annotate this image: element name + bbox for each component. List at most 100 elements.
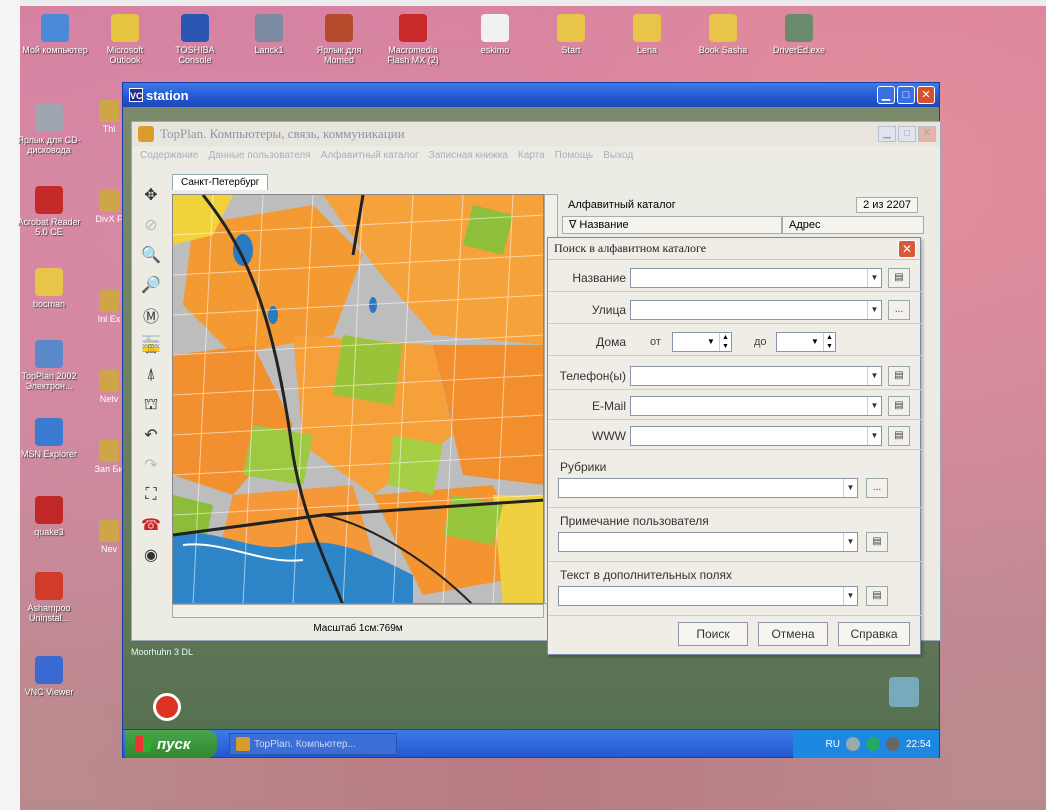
www-field[interactable]: ▼ (630, 426, 882, 446)
tab-saint-petersburg[interactable]: Санкт-Петербург (172, 174, 269, 190)
maximize-button[interactable]: □ (897, 86, 915, 104)
train-icon[interactable]: 🚋 (141, 337, 161, 354)
name-options-button[interactable]: ▤ (888, 268, 910, 288)
redo-icon[interactable]: ↷ (144, 457, 158, 474)
topplan-close-button[interactable]: ✕ (918, 126, 936, 142)
desktop-icon-10[interactable]: Book Sasha (690, 14, 756, 55)
rubrics-field[interactable]: ▼ (558, 478, 858, 498)
close-button[interactable]: ✕ (917, 86, 935, 104)
partial-desktop-icon[interactable]: Netv (94, 370, 124, 404)
search-button[interactable]: Поиск (678, 622, 748, 646)
desktop-left-icon-1[interactable]: Ярлык для CD-дисковода (16, 104, 82, 155)
menu-item-5[interactable]: Карта (517, 149, 545, 161)
chevron-down-icon[interactable]: ▼ (867, 301, 881, 319)
column-address[interactable]: Адрес (782, 216, 924, 234)
phones-options-button[interactable]: ▤ (888, 366, 910, 386)
topplan-maximize-button[interactable]: □ (898, 126, 916, 142)
cancel-button[interactable]: Отмена (758, 622, 828, 646)
map-horizontal-scrollbar[interactable] (172, 604, 544, 618)
chevron-down-icon[interactable]: ▼ (843, 479, 857, 497)
extra-text-options-button[interactable]: ▤ (866, 586, 888, 606)
city-map[interactable] (172, 194, 544, 604)
menu-item-1[interactable]: Содержание (140, 149, 199, 161)
disabled-tool-icon[interactable]: ⊘ (144, 217, 158, 234)
desktop-icon-4[interactable]: Lanck1 (236, 14, 302, 55)
menu-item-2[interactable]: Данные пользователя (208, 149, 311, 161)
chevron-down-icon[interactable]: ▼ (867, 397, 881, 415)
vnc-titlebar[interactable]: VC station (123, 83, 939, 107)
partial-desktop-icon[interactable]: Thi (94, 100, 124, 134)
user-note-options-button[interactable]: ▤ (866, 532, 888, 552)
desktop-icon-8[interactable]: Start (538, 14, 604, 55)
start-button[interactable]: пуск (125, 730, 217, 758)
compass-icon[interactable]: ⍋ (146, 366, 156, 383)
minimize-button[interactable]: ▁ (877, 86, 895, 104)
menu-item-7[interactable]: Выход (603, 149, 634, 161)
desktop-icon-7[interactable]: eskimo (462, 14, 528, 55)
partial-desktop-icon[interactable]: Inl Ex (94, 290, 124, 324)
desktop-left-icon-8[interactable]: VNC Viewer (16, 656, 82, 697)
partial-desktop-icon[interactable]: DivX F (94, 190, 124, 224)
help-button[interactable]: Справка (838, 622, 910, 646)
globe-icon[interactable]: ◉ (144, 547, 158, 564)
recycle-bin-icon[interactable] (889, 677, 919, 707)
ashampoo-icon[interactable] (153, 693, 181, 721)
undo-icon[interactable]: ↶ (144, 427, 158, 444)
topplan-minimize-button[interactable]: ▁ (878, 126, 896, 142)
chevron-down-icon[interactable]: ▼ (843, 587, 857, 605)
search-dialog-close-button[interactable]: ✕ (898, 240, 916, 258)
menu-item-3[interactable]: Алфавитный каталог (320, 149, 419, 161)
binoculars-icon[interactable]: ⛶ (145, 486, 157, 503)
vnc-tray-icon[interactable] (865, 737, 880, 751)
chevron-down-icon[interactable]: ▼ (843, 533, 857, 551)
stepper-icon[interactable]: ▲▼ (719, 333, 731, 351)
desktop-icon-9[interactable]: Lena (614, 14, 680, 55)
desktop-left-icon-3[interactable]: bocman (16, 268, 82, 309)
speaker-icon[interactable] (885, 737, 900, 751)
chevron-down-icon[interactable]: ▼ (707, 337, 715, 346)
desktop-left-icon-5[interactable]: MSN Explorer (16, 418, 82, 459)
zoom-out-icon[interactable]: 🔎 (141, 277, 161, 294)
chevron-down-icon[interactable]: ▼ (867, 427, 881, 445)
search-dialog-title[interactable]: Поиск в алфавитном каталоге (548, 238, 920, 260)
menu-item-4[interactable]: Записная книжка (428, 149, 508, 161)
desktop-icon-1[interactable]: Мой компьютер (22, 14, 88, 55)
metro-icon[interactable]: Ⓜ (142, 309, 159, 326)
topplan-titlebar[interactable]: TopPlan. Компьютеры, связь, коммуникации (132, 122, 940, 146)
network-icon[interactable] (845, 737, 860, 751)
desktop-icon-5[interactable]: Ярлык для Momed (306, 14, 372, 65)
language-indicator[interactable]: RU (825, 738, 840, 750)
chevron-down-icon[interactable]: ▼ (867, 367, 881, 385)
www-options-button[interactable]: ▤ (888, 426, 910, 446)
zoom-in-icon[interactable]: 🔍 (141, 247, 161, 264)
extra-text-field[interactable]: ▼ (558, 586, 858, 606)
phone-icon[interactable]: ☎ (141, 517, 161, 534)
house-from-field[interactable]: ▼ ▲▼ (672, 332, 732, 352)
desktop-left-icon-2[interactable]: Acrobat Reader 5.0 CE (16, 186, 82, 237)
house-to-field[interactable]: ▼ ▲▼ (776, 332, 836, 352)
desktop-left-icon-6[interactable]: quake3 (16, 496, 82, 537)
desktop-icon-11[interactable]: DriverEd.exe (766, 14, 832, 55)
partial-desktop-icon[interactable]: Зап Би (94, 440, 124, 474)
pan-tool-icon[interactable]: ✥ (144, 187, 158, 204)
email-field[interactable]: ▼ (630, 396, 882, 416)
phones-field[interactable]: ▼ (630, 366, 882, 386)
rubrics-ellipsis-button[interactable]: ... (866, 478, 888, 498)
name-field[interactable]: ▼ (630, 268, 882, 288)
desktop-icon-3[interactable]: TOSHIBA Console (162, 14, 228, 65)
chevron-down-icon[interactable]: ▼ (867, 269, 881, 287)
desktop-icon-6[interactable]: Macromedia Flash MX (2) (380, 14, 446, 65)
column-name[interactable]: ∇ Название (562, 216, 782, 234)
partial-desktop-icon[interactable]: Nev (94, 520, 124, 554)
user-note-field[interactable]: ▼ (558, 532, 858, 552)
desktop-left-icon-4[interactable]: TopPlan 2002 Электрон... (16, 340, 82, 391)
email-options-button[interactable]: ▤ (888, 396, 910, 416)
street-ellipsis-button[interactable]: ... (888, 300, 910, 320)
tower-icon[interactable]: ⛫ (143, 396, 159, 413)
desktop-icon-2[interactable]: Microsoft Outlook (92, 14, 158, 65)
chevron-down-icon[interactable]: ▼ (811, 337, 819, 346)
street-field[interactable]: ▼ (630, 300, 882, 320)
taskbar-item-topplan[interactable]: TopPlan. Компьютер... (229, 733, 397, 755)
stepper-icon[interactable]: ▲▼ (823, 333, 835, 351)
desktop-left-icon-7[interactable]: Ashampoo Uninstal... (16, 572, 82, 623)
